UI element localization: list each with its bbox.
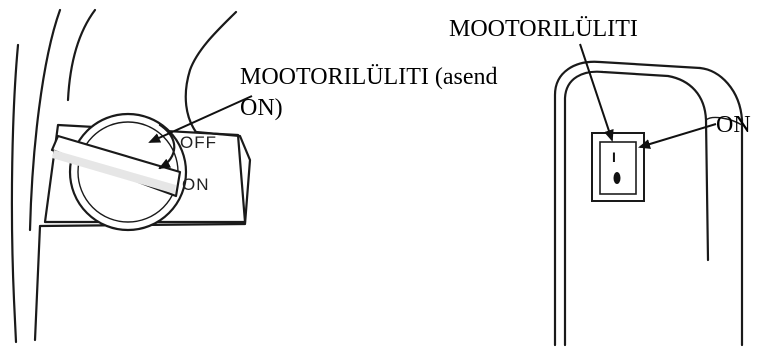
rocker-on-glyph: I	[612, 149, 616, 165]
housing-back-edge	[698, 66, 744, 122]
switch-panel	[43, 123, 247, 224]
rocker-off-glyph	[613, 172, 621, 184]
left-callout-leader-arrow	[148, 95, 253, 143]
housing-inner-edge	[563, 70, 710, 347]
right-figure-rocker-switch: I MOOTORILÜLITI ON	[449, 16, 751, 347]
rocker-switch-body[interactable]	[599, 141, 637, 195]
housing-inner-step	[705, 116, 743, 126]
left-callout-line2: ON)	[240, 95, 283, 121]
dial-label-on: ON	[182, 175, 210, 194]
dial-label-off: OFF	[180, 133, 217, 152]
machine-top-edge	[66, 8, 97, 102]
left-callout-line1: MOOTORILÜLITI (asend	[240, 64, 498, 90]
right-callout-top: MOOTORILÜLITI	[449, 16, 638, 42]
right-callout-on: ON	[716, 112, 751, 138]
right-callout-on-leader-arrow	[638, 123, 717, 149]
left-figure-rotary-switch: OFF ON MOOTORILÜLITI (asend ON)	[10, 8, 498, 344]
machine-left-inner-edge	[28, 8, 62, 232]
rotation-arrow	[158, 123, 176, 170]
right-callout-top-leader-arrow	[579, 43, 614, 142]
handle-shade	[52, 150, 176, 194]
machine-left-edge	[10, 43, 20, 344]
housing-outer-edge	[553, 60, 702, 347]
